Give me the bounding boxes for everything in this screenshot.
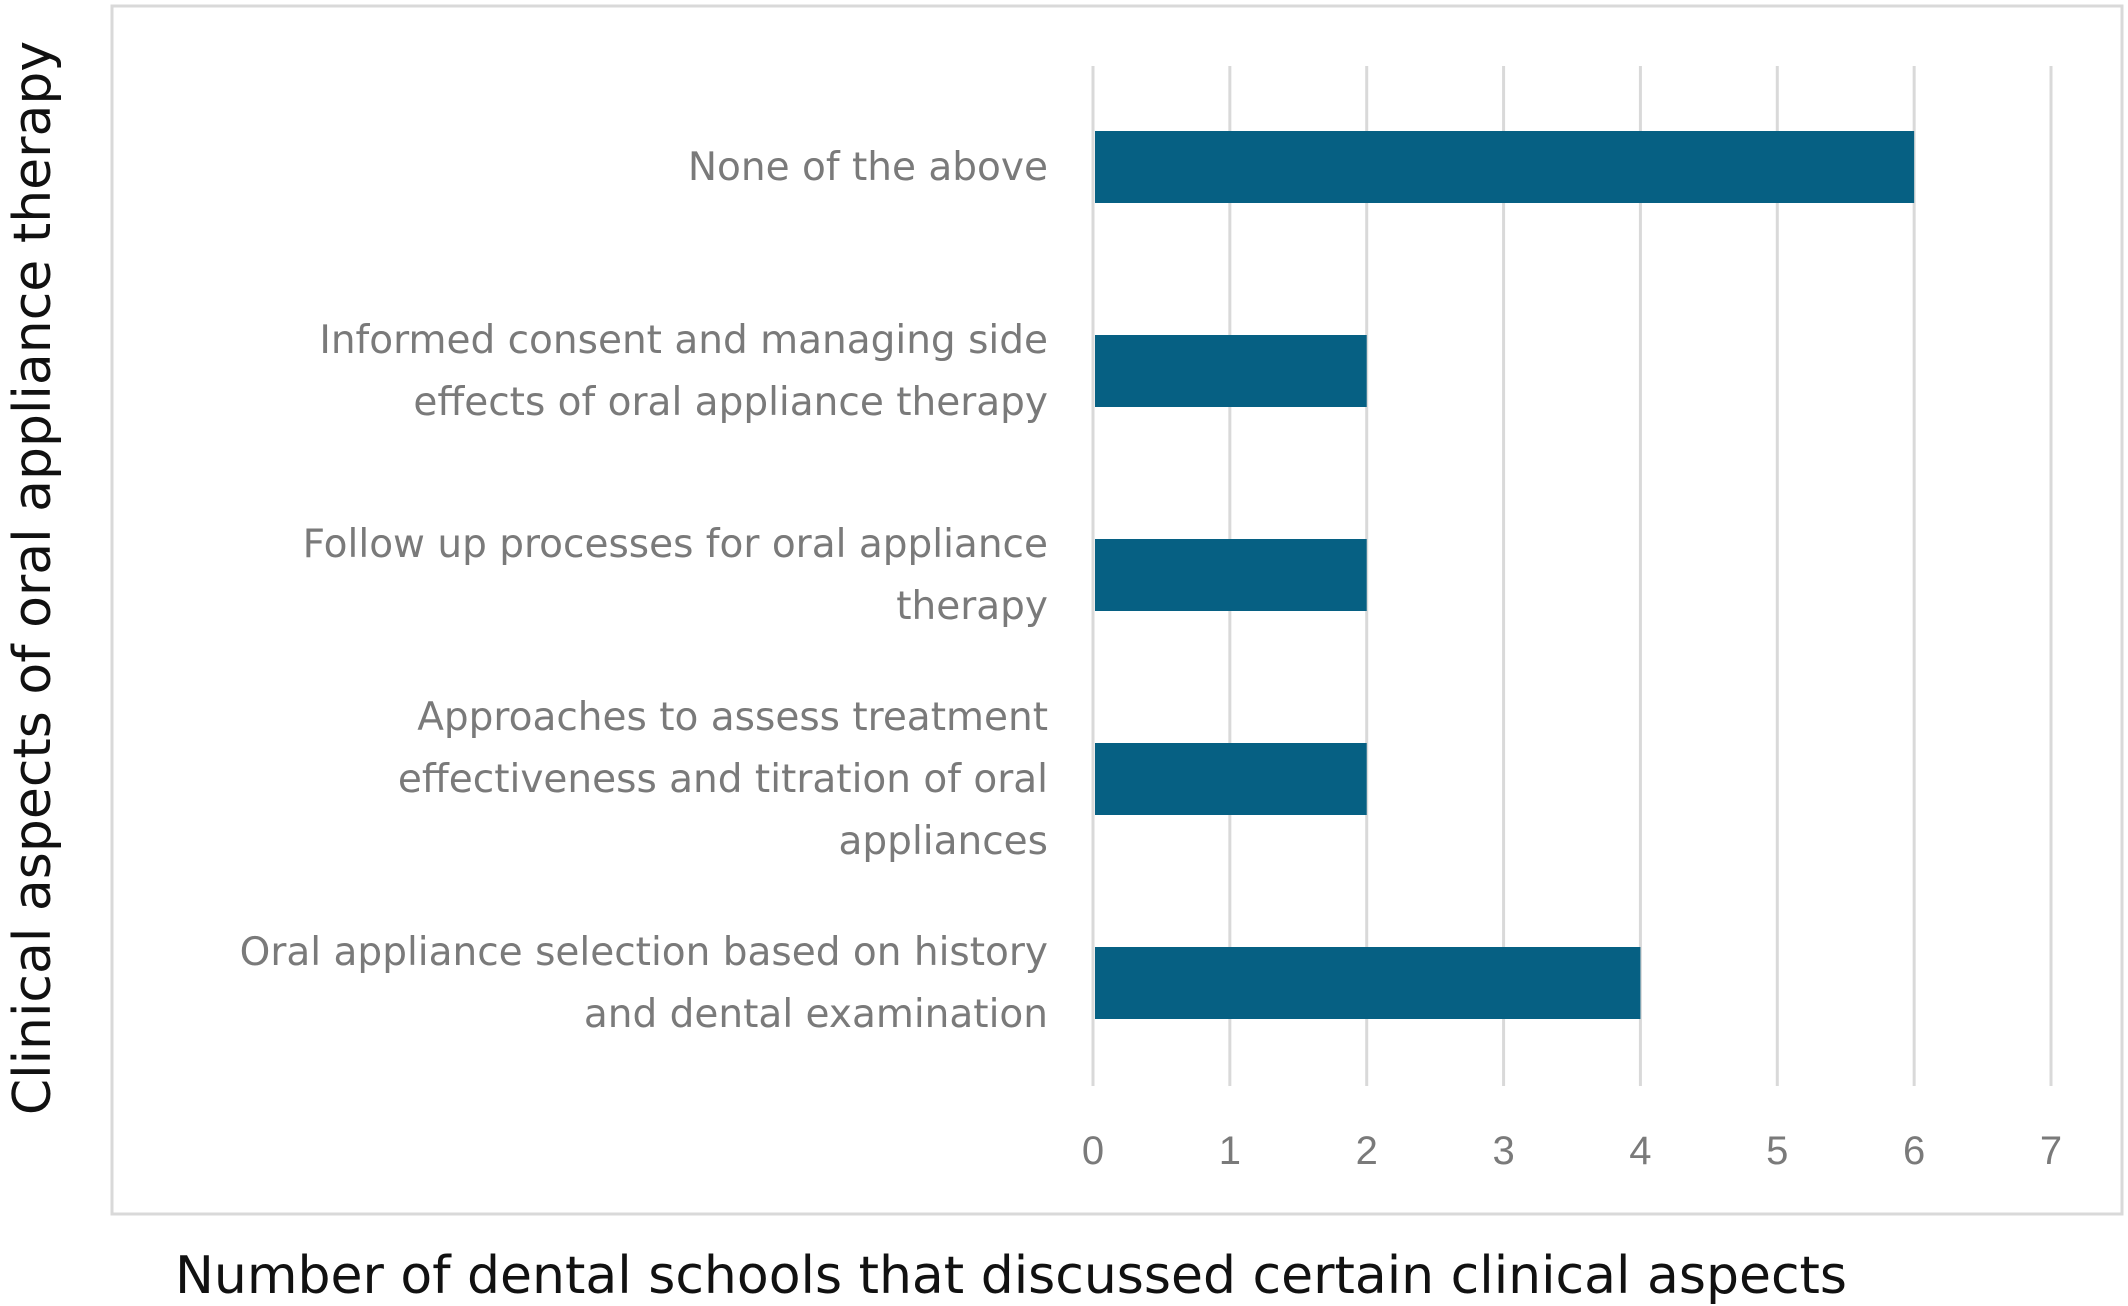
bars [1095,131,1915,1019]
category-label-line: Follow up processes for oral appliance [303,522,1048,567]
chart-frame [110,4,2124,1216]
category-label-line: effects of oral appliance therapy [413,380,1048,425]
x-tick-label-2: 2 [1356,1129,1378,1173]
bar-2 [1095,335,1367,407]
category-label-line: appliances [839,819,1048,864]
category-label-line: Oral appliance selection based on histor… [240,930,1048,975]
category-label-2: Informed consent and managing side effect… [319,318,1048,425]
category-label-5: Oral appliance selection based on histor… [240,930,1048,1037]
category-label-3: Follow up processes for oral appliance th… [303,522,1048,629]
x-tick-labels: 0 1 2 3 4 5 6 7 [1082,1129,2062,1173]
category-label-line: Approaches to assess treatment [417,695,1048,740]
bar-5 [1095,947,1641,1019]
category-label-line: None of the above [688,145,1048,190]
category-label-4: Approaches to assess treatment effectiven… [398,695,1048,864]
category-label-line: and dental examination [584,992,1048,1037]
bar-1 [1095,131,1915,203]
x-axis-title: Number of dental schools that discussed … [175,1246,1847,1306]
category-label-line: therapy [896,584,1048,629]
bar-3 [1095,539,1367,611]
x-tick-label-1: 1 [1219,1129,1241,1173]
x-tick-label-5: 5 [1766,1129,1788,1173]
x-tick-label-3: 3 [1492,1129,1514,1173]
category-label-line: Informed consent and managing side [319,318,1048,363]
x-tick-label-4: 4 [1629,1129,1651,1173]
x-tick-label-7: 7 [2040,1129,2062,1173]
category-label-line: effectiveness and titration of oral [398,757,1048,802]
x-tick-label-6: 6 [1903,1129,1925,1173]
category-label-1: None of the above [688,145,1048,190]
x-tick-label-0: 0 [1082,1129,1104,1173]
y-axis-title: Clinical aspects of oral appliance thera… [3,41,63,1115]
bar-4 [1095,743,1367,815]
gridlines [1091,66,2053,1086]
